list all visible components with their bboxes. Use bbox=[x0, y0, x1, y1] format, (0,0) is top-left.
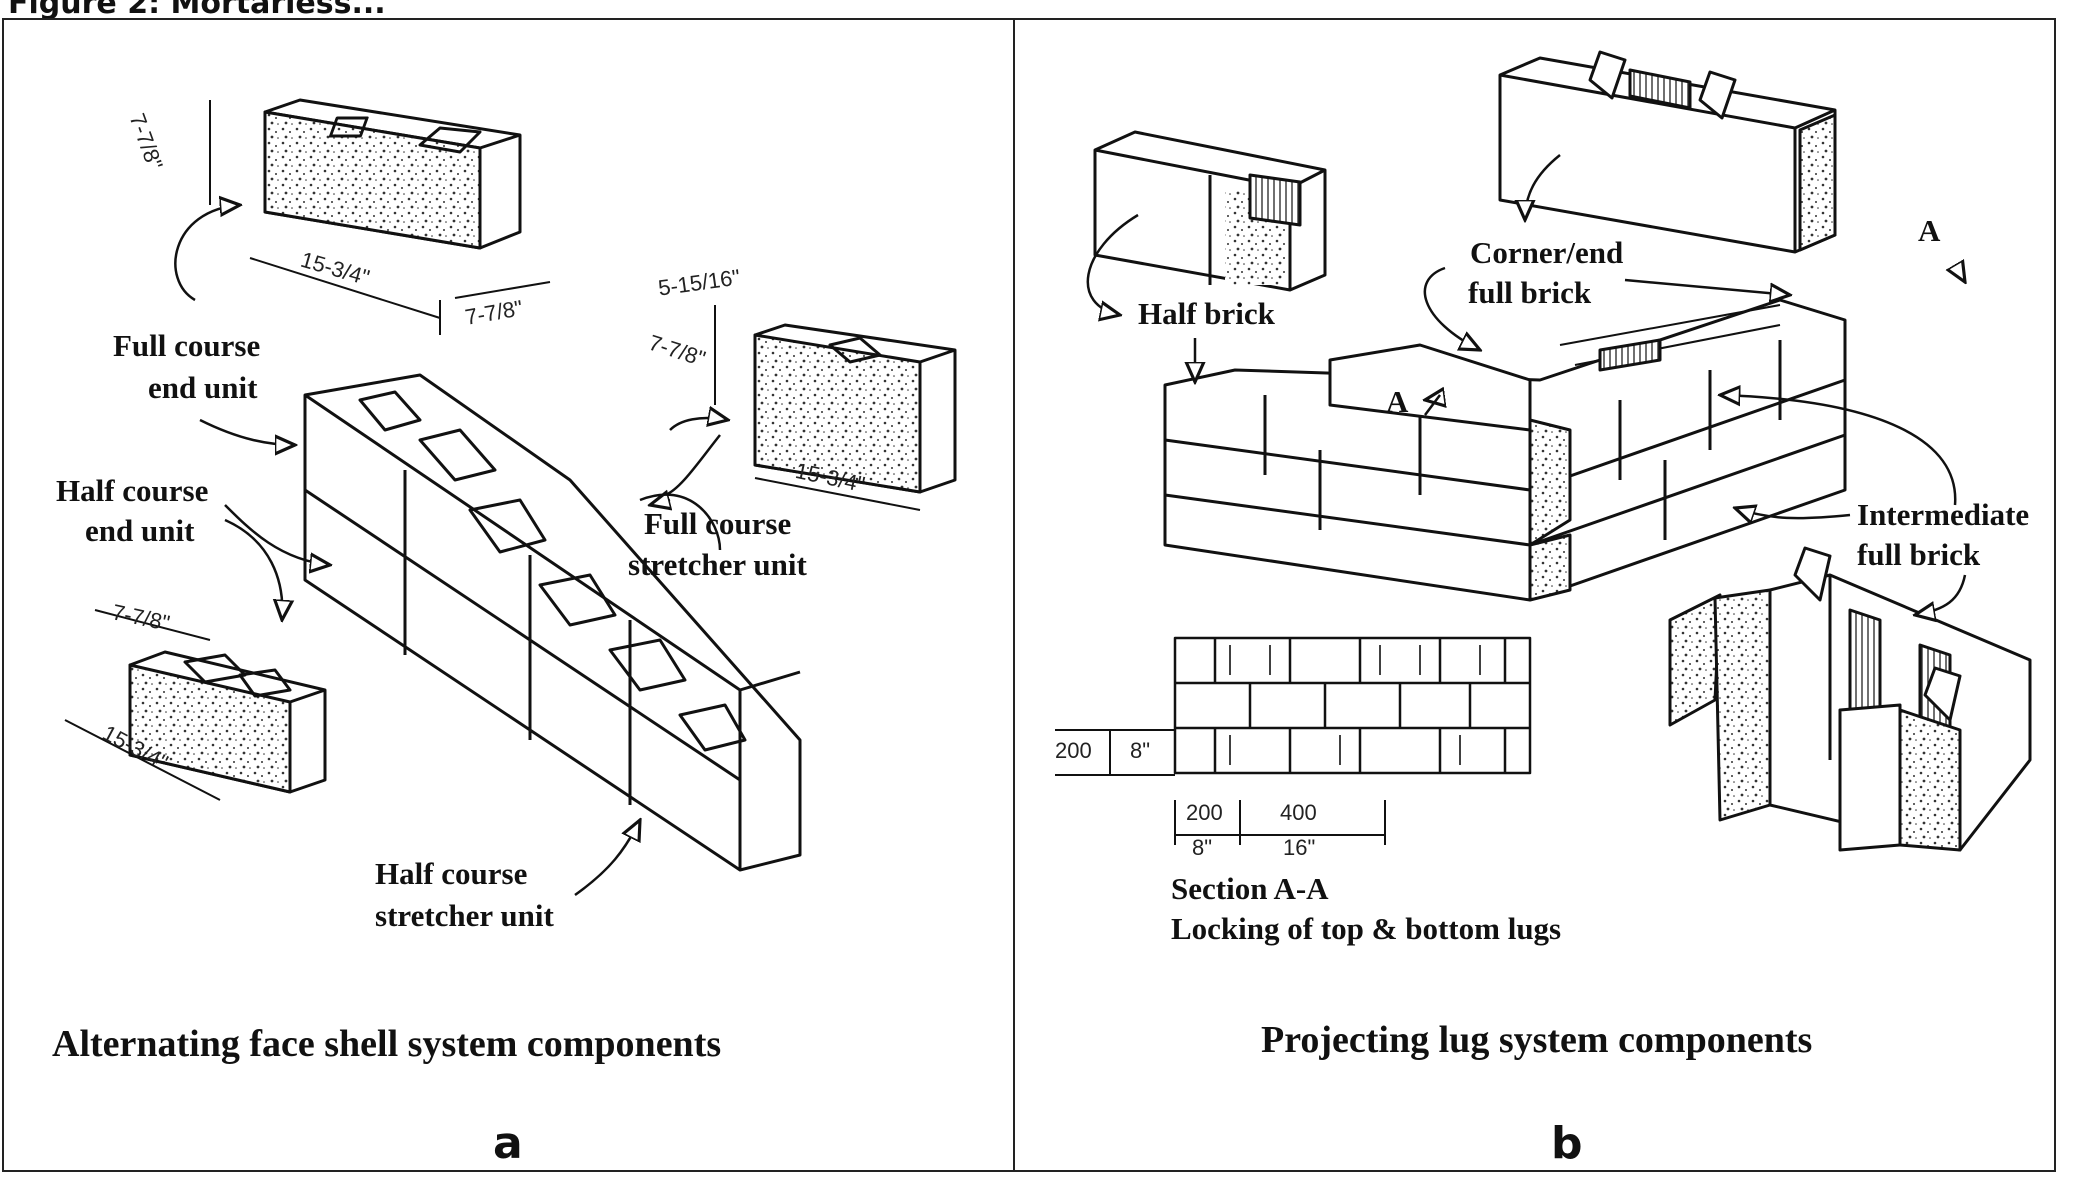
label-corner-end-full-brick-2: full brick bbox=[1468, 275, 1592, 310]
section-a-a-subtitle: Locking of top & bottom lugs bbox=[1171, 911, 1562, 946]
label-intermediate-full-brick-1: Intermediate bbox=[1857, 497, 2030, 532]
label-half-course-end-unit-2: end unit bbox=[85, 513, 195, 548]
dim-half-in: 8" bbox=[1192, 835, 1213, 860]
panel-letter-a: a bbox=[493, 1118, 523, 1169]
stretcher-assembly-drawing bbox=[303, 373, 802, 872]
section-a-a-dimension-lines bbox=[1055, 729, 1386, 845]
dim-half-mm: 200 bbox=[1186, 800, 1223, 825]
intermediate-full-brick-drawing bbox=[1668, 546, 2032, 852]
figure-heading-strip: Figure 2: Mortarless... bbox=[0, 0, 2084, 24]
dim-full-in: 16" bbox=[1283, 835, 1316, 860]
caption-panel-b: Projecting lug system components bbox=[1261, 1019, 1813, 1061]
wall-assembly-drawing bbox=[1163, 298, 1847, 602]
label-full-course-end-unit-2: end unit bbox=[148, 370, 258, 405]
full-course-stretcher-unit-drawing bbox=[753, 323, 957, 494]
label-corner-end-full-brick-1: Corner/end bbox=[1470, 235, 1624, 270]
section-marker-a-left: A bbox=[1386, 384, 1409, 419]
dim-height-in: 8" bbox=[1130, 738, 1151, 763]
label-full-course-stretcher-unit-1: Full course bbox=[644, 506, 792, 541]
label-half-brick: Half brick bbox=[1138, 296, 1275, 331]
corner-end-full-brick-drawing bbox=[1498, 50, 1837, 254]
panel-divider bbox=[1013, 18, 1015, 1172]
figure-frame bbox=[2, 18, 2056, 1172]
section-a-a-drawing bbox=[1173, 636, 1532, 775]
figure-heading: Figure 2: Mortarless... bbox=[8, 0, 386, 21]
section-a-a-title: Section A-A bbox=[1171, 871, 1329, 906]
label-half-course-stretcher-unit-1: Half course bbox=[375, 856, 528, 891]
label-full-course-end-unit-1: Full course bbox=[113, 328, 261, 363]
half-course-end-unit-drawing bbox=[128, 650, 327, 794]
label-half-course-end-unit-1: Half course bbox=[56, 473, 209, 508]
section-marker-a-right: A bbox=[1918, 213, 1941, 248]
caption-panel-a: Alternating face shell system components bbox=[52, 1023, 722, 1065]
label-full-course-stretcher-unit-2: stretcher unit bbox=[628, 547, 807, 582]
full-course-end-unit-drawing bbox=[263, 98, 522, 250]
label-half-course-stretcher-unit-2: stretcher unit bbox=[375, 898, 554, 933]
label-intermediate-full-brick-2: full brick bbox=[1857, 537, 1981, 572]
dim-height-mm: 200 bbox=[1055, 738, 1092, 763]
panel-letter-b: b bbox=[1551, 1118, 1583, 1169]
dim-full-mm: 400 bbox=[1280, 800, 1317, 825]
half-brick-drawing bbox=[1093, 130, 1327, 292]
